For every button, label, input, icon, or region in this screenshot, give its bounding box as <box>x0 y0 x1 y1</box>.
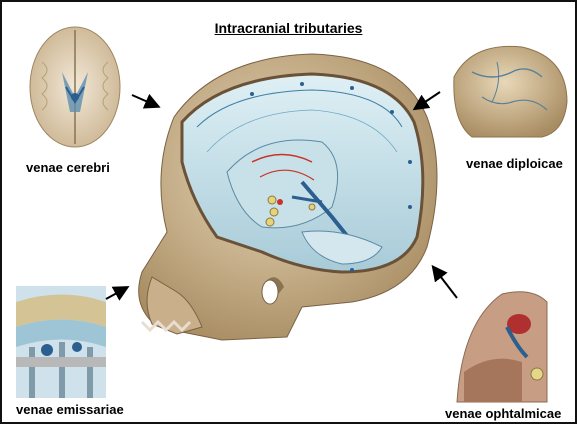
label-venae-ophtalmicae: venae ophtalmicae <box>445 406 561 421</box>
orbit-thumbnail <box>457 292 547 402</box>
skull-thumbnail <box>454 46 567 137</box>
arrow-emissariae <box>106 288 126 299</box>
label-venae-cerebri: venae cerebri <box>26 160 110 175</box>
arrow-diploicae <box>416 92 440 108</box>
label-venae-emissariae: venae emissariae <box>16 402 124 417</box>
label-venae-diploicae: venae diploicae <box>466 156 563 171</box>
arrow-cerebri <box>132 95 157 106</box>
brain-thumbnail <box>30 27 120 147</box>
arrow-ophtalmicae <box>434 268 457 298</box>
main-skull <box>139 54 437 340</box>
emissary-thumbnail <box>16 286 106 398</box>
